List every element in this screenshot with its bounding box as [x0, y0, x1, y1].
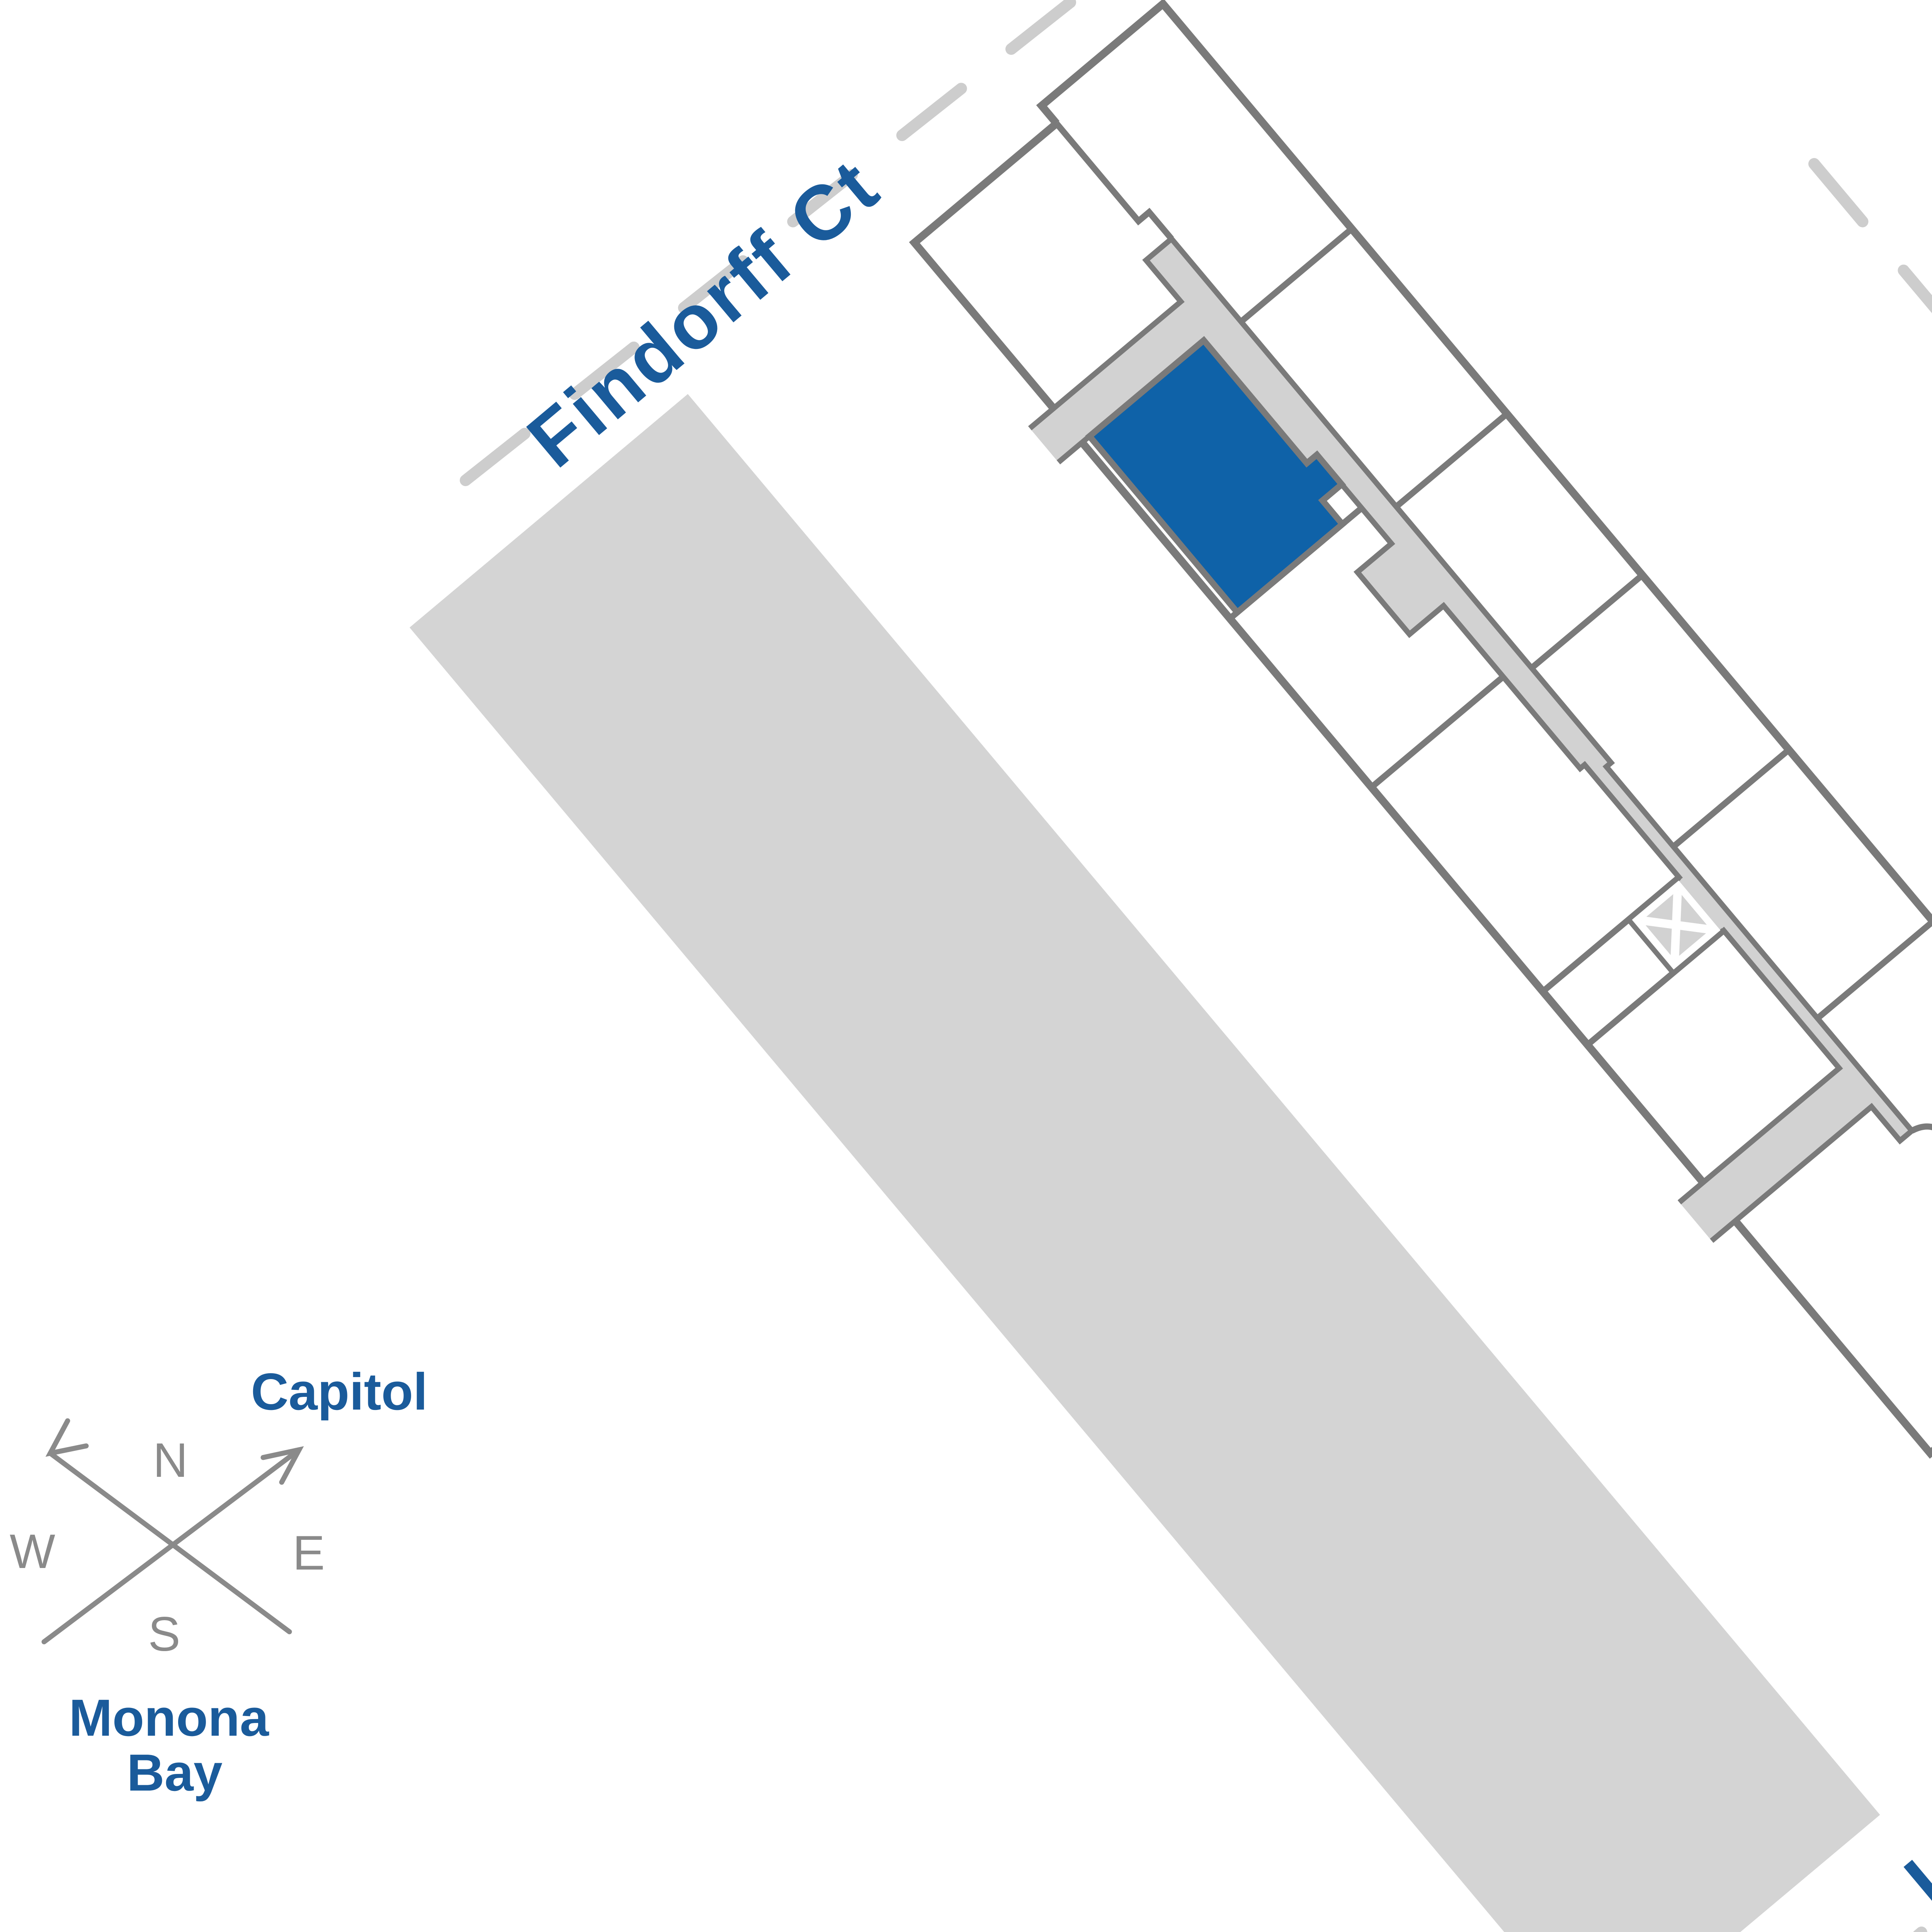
building-footprint	[909, 0, 1932, 1459]
compass-label-east: E	[293, 1526, 325, 1580]
compass-arrowhead-nw	[45, 1418, 89, 1457]
compass: N E S W	[10, 1418, 325, 1661]
compass-arrowhead-ne	[260, 1446, 304, 1485]
landmark-label-bay: Bay	[127, 1743, 223, 1802]
compass-label-west: W	[10, 1525, 55, 1578]
stair-x-icon	[1642, 890, 1711, 960]
compass-arrows	[41, 1418, 304, 1645]
landmark-label-monona: Monona	[69, 1689, 269, 1747]
compass-arrow-nw	[48, 1451, 292, 1634]
compass-label-north: N	[153, 1434, 188, 1487]
compass-label-south: S	[148, 1607, 180, 1661]
findorff-street-dashed-line	[419, 0, 1076, 518]
adjacent-building-block	[410, 394, 1880, 1932]
stairwell	[1632, 880, 1721, 970]
building-outline	[909, 0, 1932, 1459]
corridor	[1030, 239, 1912, 1241]
landmark-label-capitol: Capitol	[251, 1362, 427, 1421]
highlighted-unit[interactable]	[1085, 332, 1362, 617]
street-label-lorillard: Lorillard Ct	[1889, 1569, 1932, 1923]
